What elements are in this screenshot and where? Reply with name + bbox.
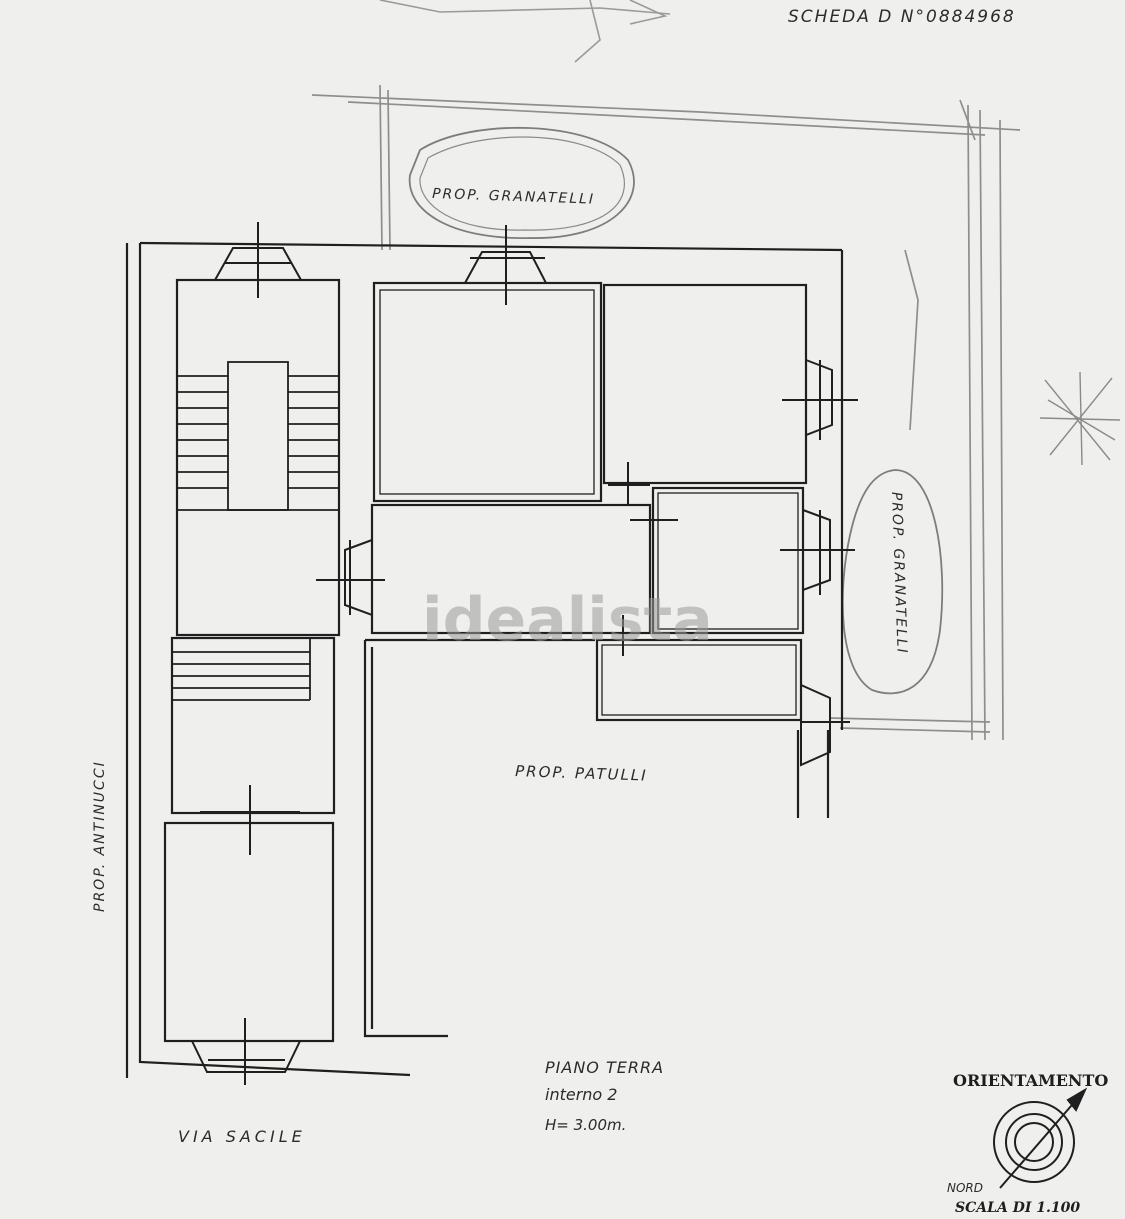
neighbor-top-label: PROP. GRANATELLI — [432, 186, 595, 208]
pencil-ellipse-right — [841, 469, 944, 695]
north-label: NORD — [947, 1181, 983, 1195]
scheda-label: SCHEDA D N°0884968 — [788, 7, 1016, 27]
neighbor-center-label: PROP. PATULLI — [515, 762, 648, 785]
neighbor-right-label: PROP. GRANATELLI — [888, 492, 910, 655]
pencil-site-boundary — [311, 84, 1021, 741]
staircase-upper — [177, 361, 339, 511]
orientation-title: ORIENTAMENTO — [953, 1071, 1108, 1090]
scale-label: SCALA DI 1.100 — [955, 1200, 1080, 1216]
watermark-text: idealista — [422, 585, 713, 655]
pencil-ellipse-top — [408, 126, 635, 239]
unit-label: interno 2 — [545, 1085, 617, 1104]
windows — [190, 222, 858, 1085]
staircase-lower — [172, 638, 311, 701]
pencil-ellipse-top-inner — [419, 136, 625, 231]
street-label: VIA SACILE — [178, 1127, 306, 1146]
pencil-compass-star — [1039, 371, 1121, 466]
neighbor-left-label: PROP. ANTINUCCI — [92, 760, 108, 912]
height-label: H= 3.00m. — [545, 1116, 626, 1134]
pencil-arrow-sketch — [379, 0, 671, 63]
building-walls — [125, 241, 844, 1078]
north-compass-icon — [993, 1087, 1088, 1189]
floor-label: PIANO TERRA — [545, 1058, 664, 1077]
